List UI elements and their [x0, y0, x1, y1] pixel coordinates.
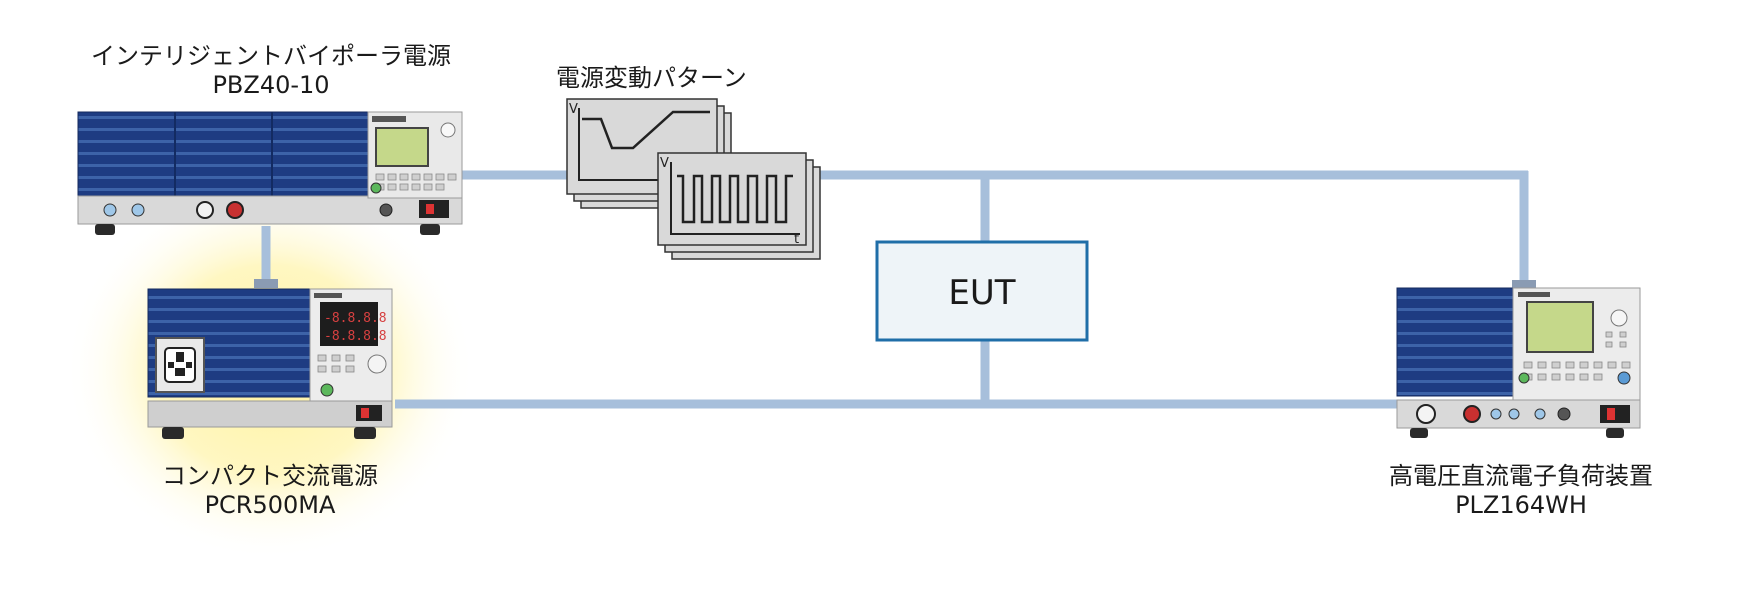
- electronic-load-name: 高電圧直流電子負荷装置: [1389, 462, 1653, 490]
- ac-source-label: コンパクト交流電源 PCR500MA: [130, 462, 410, 520]
- cables: [261, 170, 1529, 409]
- ac-source-name: コンパクト交流電源: [162, 462, 378, 490]
- bipolar-lcd: [375, 127, 429, 167]
- ac-source-display: [320, 302, 378, 346]
- pattern-card-pulse: [657, 152, 807, 246]
- svg-text:-8.8.8.8: -8.8.8.8: [324, 311, 387, 326]
- pattern-title: 電源変動パターン: [556, 64, 747, 92]
- electronic-load-device: [1396, 287, 1641, 438]
- cable-connector-top: [254, 279, 278, 288]
- ac-source-device: -8.8.8.8 -8.8.8.8: [147, 288, 393, 439]
- electronic-load-model: PLZ164WH: [1455, 491, 1587, 519]
- bipolar-supply-model: PBZ40-10: [212, 71, 330, 99]
- svg-text:-8.8.8.8: -8.8.8.8: [324, 329, 387, 344]
- load-lcd: [1526, 301, 1594, 353]
- eut-label: EUT: [948, 273, 1015, 313]
- pulse-axis-t-label: t: [794, 232, 799, 247]
- voltage-pattern-cards: [566, 98, 821, 260]
- cable-connector-load: [1512, 280, 1536, 288]
- bipolar-supply-device: [77, 111, 463, 235]
- bipolar-supply-name: インテリジェントバイポーラ電源: [91, 42, 451, 70]
- ac-source-model: PCR500MA: [204, 491, 336, 519]
- eut-box: [875, 240, 1089, 342]
- pulse-waveform: [670, 162, 800, 235]
- ramp-axis-v-label: V: [569, 102, 578, 117]
- electronic-load-label: 高電圧直流電子負荷装置 PLZ164WH: [1366, 462, 1676, 520]
- pulse-axis-v-label: V: [660, 156, 669, 171]
- bipolar-supply-label: インテリジェントバイポーラ電源 PBZ40-10: [72, 42, 470, 100]
